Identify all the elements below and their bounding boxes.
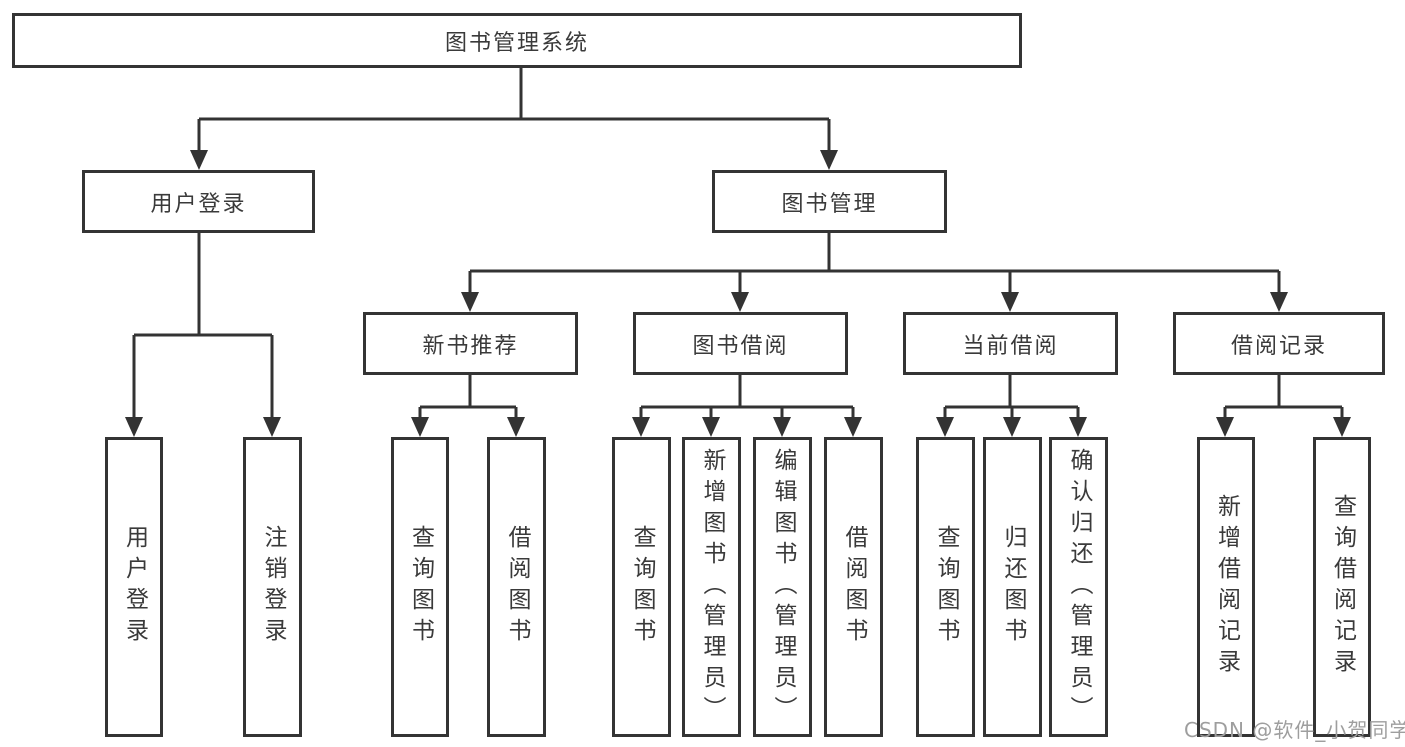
leaf-borrow-books-1: 借阅图书 — [487, 437, 546, 737]
node-current-borrowing: 当前借阅 — [903, 312, 1118, 375]
arrowhead — [1333, 417, 1351, 437]
leaf-return-books: 归还图书 — [983, 437, 1042, 737]
leaf-label: 查询图书 — [407, 525, 434, 649]
leaf-label: 查询图书 — [629, 525, 655, 649]
node-label: 用户登录 — [150, 191, 247, 217]
arrowhead — [1270, 292, 1288, 312]
leaf-add-book-admin: 新增图书（管理员） — [682, 437, 741, 737]
arrowhead — [1003, 417, 1021, 437]
arrowhead — [702, 417, 720, 437]
leaf-borrow-books-2: 借阅图书 — [824, 437, 883, 737]
node-label: 图书管理 — [781, 191, 878, 217]
connector-borrowing-records-to-leaves — [1216, 375, 1351, 437]
connector-root-to-level2 — [190, 68, 838, 170]
leaf-label: 新增图书（管理员） — [699, 447, 725, 727]
leaf-label: 注销登录 — [260, 525, 286, 649]
leaf-add-borrow-record: 新增借阅记录 — [1197, 437, 1255, 737]
arrowhead — [844, 417, 862, 437]
node-label: 图书管理系统 — [444, 30, 589, 56]
leaf-logout: 注销登录 — [243, 437, 302, 737]
node-book-management: 图书管理 — [712, 170, 947, 233]
node-borrowing-records: 借阅记录 — [1173, 312, 1385, 375]
arrowhead — [263, 417, 281, 437]
arrowhead — [507, 417, 525, 437]
leaf-label: 编辑图书（管理员） — [770, 447, 796, 727]
leaf-search-books-2: 查询图书 — [612, 437, 671, 737]
leaf-label: 确认归还（管理员） — [1066, 447, 1092, 727]
node-label: 当前借阅 — [962, 333, 1059, 359]
arrowhead — [125, 417, 143, 437]
connector-current-borrowing-to-leaves — [936, 375, 1087, 437]
arrowhead — [773, 417, 791, 437]
node-book-borrowing: 图书借阅 — [633, 312, 848, 375]
node-new-book-recommendation: 新书推荐 — [363, 312, 578, 375]
leaf-search-books-3: 查询图书 — [916, 437, 975, 737]
node-label: 新书推荐 — [422, 333, 519, 359]
leaf-label: 归还图书 — [1000, 525, 1026, 649]
leaf-edit-book-admin: 编辑图书（管理员） — [753, 437, 812, 737]
arrowhead — [411, 417, 429, 437]
leaf-label: 用户登录 — [121, 525, 148, 649]
arrowhead — [632, 417, 650, 437]
watermark: CSDN @软件_小贺同学 — [1184, 718, 1405, 742]
leaf-label: 借阅图书 — [841, 525, 867, 649]
node-root: 图书管理系统 — [12, 13, 1022, 68]
connector-book-borrowing-to-leaves — [632, 375, 862, 437]
connector-book-management-to-level3 — [461, 233, 1288, 312]
connector-new-book-recommendation-to-leaves — [411, 375, 525, 437]
arrowhead — [461, 292, 479, 312]
leaf-confirm-return-admin: 确认归还（管理员） — [1049, 437, 1108, 737]
node-label: 图书借阅 — [692, 333, 789, 359]
leaf-search-borrow-record: 查询借阅记录 — [1313, 437, 1371, 737]
leaf-label: 新增借阅记录 — [1213, 494, 1240, 680]
leaf-label: 借阅图书 — [504, 525, 530, 649]
leaf-label: 查询图书 — [933, 525, 959, 649]
arrowhead — [731, 292, 749, 312]
node-user-login: 用户登录 — [82, 170, 315, 233]
arrowhead — [1216, 417, 1234, 437]
leaf-user-login: 用户登录 — [105, 437, 163, 737]
leaf-label: 查询借阅记录 — [1329, 494, 1356, 680]
arrowhead — [1069, 417, 1087, 437]
leaf-search-books-1: 查询图书 — [391, 437, 449, 737]
arrowhead — [820, 150, 838, 170]
arrowhead — [190, 150, 208, 170]
arrowhead — [936, 417, 954, 437]
arrowhead — [1001, 292, 1019, 312]
node-label: 借阅记录 — [1230, 333, 1327, 359]
connector-user-login-to-leaves — [125, 233, 281, 437]
